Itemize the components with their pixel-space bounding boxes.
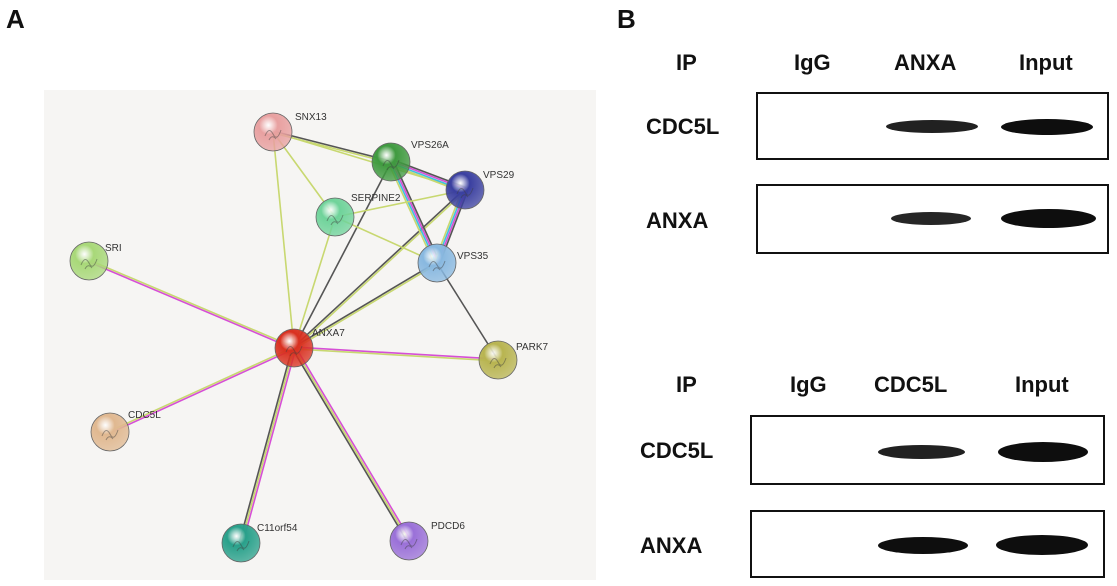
blot-band xyxy=(886,120,978,133)
node-sphere xyxy=(389,521,429,561)
node-vps26a: VPS26A xyxy=(371,140,449,182)
blot-band xyxy=(1001,209,1096,228)
edge-anxa7-c11orf54 xyxy=(238,347,294,543)
blot-header-ip: IP xyxy=(676,372,697,397)
structure-icon xyxy=(80,258,98,270)
blot-row-label: CDC5L xyxy=(640,438,714,463)
node-sphere xyxy=(274,328,314,368)
node-sri: SRI xyxy=(69,241,122,281)
edge-serpine2-vps29 xyxy=(334,189,466,218)
node-sphere xyxy=(478,340,518,380)
node-vps35: VPS35 xyxy=(417,243,489,283)
edge-anxa7-vps29 xyxy=(294,190,467,350)
node-sphere xyxy=(221,523,261,563)
blot-band xyxy=(878,537,968,554)
blot-band xyxy=(996,535,1088,555)
node-sphere xyxy=(253,112,293,152)
blot-header-input: Input xyxy=(1019,50,1073,75)
blot-membrane xyxy=(756,92,1109,160)
blot-header-anxa: ANXA xyxy=(894,50,957,75)
edge-anxa7-pdcd6 xyxy=(291,348,409,543)
blot-header-igg: IgG xyxy=(794,50,831,75)
node-label: SNX13 xyxy=(295,112,327,123)
node-label: SERPINE2 xyxy=(351,193,401,204)
structure-icon xyxy=(101,429,119,441)
structure-icon xyxy=(264,129,282,141)
edge-anxa7-park7 xyxy=(293,348,498,362)
blot-band xyxy=(878,445,965,459)
node-snx13: SNX13 xyxy=(253,112,327,152)
blot-row-label: ANXA xyxy=(640,533,703,558)
edge-anxa7-snx13 xyxy=(272,131,295,349)
panel-label-b: B xyxy=(617,4,636,34)
edge-anxa7-pdcd6 xyxy=(294,346,412,541)
node-cdc5l: CDC5L xyxy=(90,410,161,452)
node-label: PDCD6 xyxy=(431,521,465,532)
node-label: ANXA7 xyxy=(312,328,345,339)
node-anxa7: ANXA7 xyxy=(274,328,345,368)
structure-icon xyxy=(285,345,303,357)
node-sphere xyxy=(417,243,457,283)
node-park7: PARK7 xyxy=(478,340,548,380)
edge-anxa7-cdc5l xyxy=(109,346,294,432)
blot-header-ip: IP xyxy=(676,50,697,75)
node-pdcd6: PDCD6 xyxy=(389,521,465,561)
node-sphere xyxy=(90,412,130,452)
structure-icon xyxy=(428,260,446,272)
blot-membrane xyxy=(756,184,1109,254)
edge-anxa7-vps35 xyxy=(294,263,438,350)
edge-anxa7-cdc5l xyxy=(110,348,295,434)
node-c11orf54: C11orf54 xyxy=(221,523,298,563)
node-serpine2: SERPINE2 xyxy=(315,193,401,237)
node-sphere xyxy=(371,142,411,182)
node-label: SRI xyxy=(105,243,122,254)
node-label: C11orf54 xyxy=(257,523,298,534)
structure-icon xyxy=(232,540,250,552)
edge-anxa7-vps26a xyxy=(293,161,392,349)
blot-band xyxy=(998,442,1088,462)
node-label: VPS26A xyxy=(411,140,449,151)
blot-membrane xyxy=(750,510,1105,578)
panel-label-a: A xyxy=(6,4,25,34)
edge-anxa7-sri xyxy=(88,261,294,350)
blot-header-igg: IgG xyxy=(790,372,827,397)
blot-row-label: CDC5L xyxy=(646,114,720,139)
edge-anxa7-vps29 xyxy=(292,188,465,348)
blot-header-cdc5l: CDC5L xyxy=(874,372,948,397)
blot-band xyxy=(1001,119,1093,135)
structure-icon xyxy=(382,159,400,171)
blot-row-label: ANXA xyxy=(646,208,709,233)
edge-anxa7-pdcd6 xyxy=(293,347,410,542)
structure-icon xyxy=(400,538,418,550)
node-label: VPS29 xyxy=(483,170,515,181)
blot-band xyxy=(891,212,971,225)
structure-icon xyxy=(456,187,474,199)
edge-anxa7-c11orf54 xyxy=(241,348,297,544)
node-label: VPS35 xyxy=(457,251,489,262)
node-label: PARK7 xyxy=(516,342,548,353)
node-sphere xyxy=(69,241,109,281)
node-sphere xyxy=(315,197,355,237)
node-label: CDC5L xyxy=(128,410,161,421)
edge-anxa7-c11orf54 xyxy=(240,347,295,544)
structure-icon xyxy=(326,214,344,226)
node-sphere xyxy=(445,170,485,210)
node-vps29: VPS29 xyxy=(445,170,515,210)
edge-anxa7-sri xyxy=(89,259,295,348)
edge-anxa7-park7 xyxy=(294,346,499,360)
blot-header-input: Input xyxy=(1015,372,1069,397)
edge-snx13-vps26a xyxy=(273,130,392,162)
blot-membrane xyxy=(750,415,1105,485)
edge-anxa7-vps35 xyxy=(293,261,437,348)
structure-icon xyxy=(489,357,507,369)
edge-anxa7-serpine2 xyxy=(293,216,336,349)
